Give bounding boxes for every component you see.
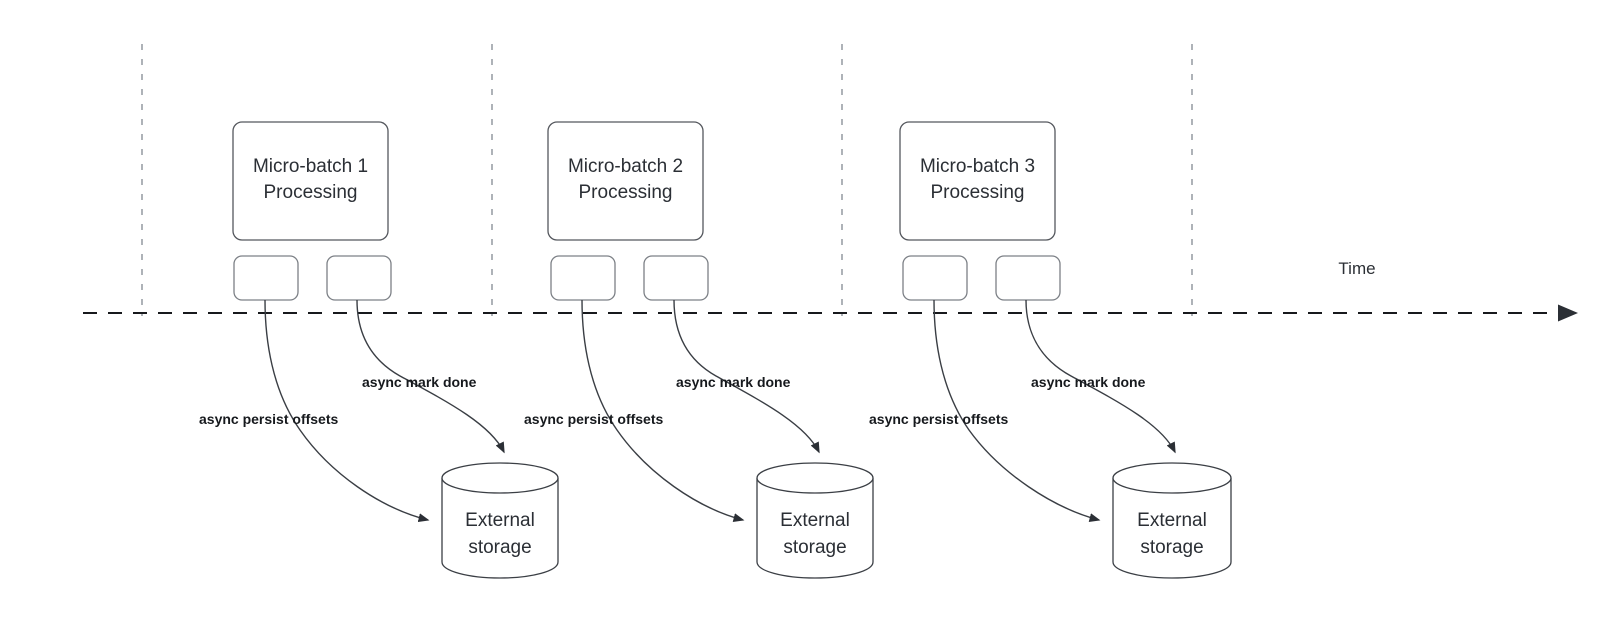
external-storage-2-label-line2: storage [783,537,846,558]
external-storage-1-label-line1: External [465,510,535,531]
edge-persist-offsets-3 [933,299,1101,522]
external-storage-1-label-line2: storage [468,537,531,558]
external-storage-3-label-line2: storage [1140,537,1203,558]
edge-label-persist-offsets-2: async persist offsets [524,411,663,427]
edge-label-mark-done-1: async mark done [362,374,477,390]
task-box-2a[interactable] [550,255,616,301]
micro-batch-3-label-line1: Micro-batch 3 [920,156,1035,177]
timeline-axis-label: Time [1338,259,1375,278]
edge-persist-offsets-1 [264,299,430,523]
external-storage-1[interactable]: External storage [441,462,559,579]
micro-batch-1-label-line1: Micro-batch 1 [253,156,368,177]
task-box-1a[interactable] [233,255,299,301]
edge-mark-done-3 [1025,299,1176,454]
task-box-1b[interactable] [326,255,392,301]
task-box-3a[interactable] [902,255,968,301]
external-storage-3[interactable]: External storage [1112,462,1232,579]
group-3: Micro-batch 3 Processing async persist o… [869,121,1232,579]
micro-batch-3-label-line2: Processing [931,182,1025,203]
edge-mark-done-2 [673,299,820,454]
group-2: Micro-batch 2 Processing async persist o… [524,121,874,579]
edge-persist-offsets-2 [581,299,745,522]
timeline-arrowhead-icon [1558,304,1578,322]
task-box-2b[interactable] [643,255,709,301]
timeline-axis: Time [83,259,1578,322]
task-box-3b[interactable] [995,255,1061,301]
micro-batch-2-label-line1: Micro-batch 2 [568,156,683,177]
edge-label-persist-offsets-1: async persist offsets [199,411,338,427]
micro-batch-2-box[interactable] [547,121,704,241]
micro-batch-1-label-line2: Processing [264,182,358,203]
group-1: Micro-batch 1 Processing async persist o… [199,121,559,579]
micro-batch-3-box[interactable] [899,121,1056,241]
micro-batch-2-label-line2: Processing [579,182,673,203]
timeline-tick-group [141,44,1193,316]
edge-mark-done-1 [356,299,505,454]
micro-batch-1-box[interactable] [232,121,389,241]
external-storage-3-label-line1: External [1137,510,1207,531]
edge-label-mark-done-2: async mark done [676,374,791,390]
edge-label-mark-done-3: async mark done [1031,374,1146,390]
external-storage-2-label-line1: External [780,510,850,531]
edge-label-persist-offsets-3: async persist offsets [869,411,1008,427]
external-storage-2[interactable]: External storage [756,462,874,579]
